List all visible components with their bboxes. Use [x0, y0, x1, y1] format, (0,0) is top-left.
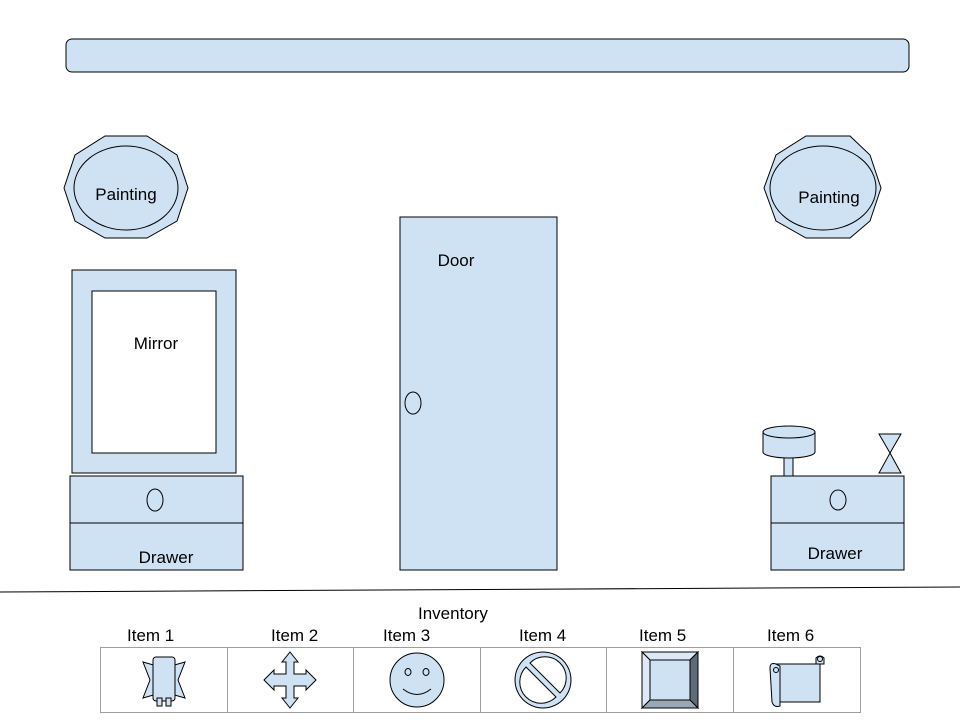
- lamp[interactable]: [762, 425, 816, 477]
- item-3-label: Item 3: [383, 626, 431, 645]
- right-drawer-knob[interactable]: [829, 489, 847, 511]
- four-way-arrow-icon: [263, 651, 317, 709]
- item-1-label: Item 1: [127, 626, 175, 645]
- inventory-slot-6[interactable]: [734, 648, 861, 712]
- right-drawer[interactable]: Drawer: [770, 475, 905, 571]
- right-painting[interactable]: Painting: [763, 135, 882, 239]
- inventory-slot-5[interactable]: [607, 648, 734, 712]
- door-knob[interactable]: [404, 391, 422, 415]
- item-6-label: Item 6: [767, 626, 815, 645]
- inventory-title: Inventory: [418, 604, 488, 623]
- door-label: Door: [438, 251, 475, 270]
- hourglass-cylinder-icon: [141, 656, 186, 707]
- right-painting-label: Painting: [798, 188, 859, 207]
- item-2-label: Item 2: [271, 626, 319, 645]
- inventory-slot-4[interactable]: [481, 648, 607, 712]
- item-4-label: Item 4: [519, 626, 567, 645]
- smiley-face-icon: [389, 652, 445, 708]
- floor-divider: [0, 586, 960, 593]
- left-drawer-label: Drawer: [139, 548, 194, 567]
- no-symbol-icon: [514, 651, 572, 709]
- bevel-square-icon: [640, 650, 699, 710]
- left-painting[interactable]: Painting: [63, 135, 189, 239]
- mirror-label: Mirror: [134, 334, 179, 353]
- mirror[interactable]: Mirror: [71, 269, 237, 474]
- left-drawer[interactable]: Drawer: [69, 475, 244, 571]
- room-scene: Painting Painting Mirror Drawer Door: [0, 38, 960, 593]
- right-drawer-label: Drawer: [808, 544, 863, 563]
- inventory-slot-3[interactable]: [354, 648, 481, 712]
- inventory-slot-2[interactable]: [228, 648, 354, 712]
- inventory-slot-1[interactable]: [101, 648, 228, 712]
- left-painting-label: Painting: [95, 185, 156, 204]
- scroll-icon: [769, 655, 825, 707]
- item-5-label: Item 5: [639, 626, 687, 645]
- message-bar[interactable]: [65, 38, 910, 73]
- inventory-grid: [100, 647, 861, 713]
- door[interactable]: Door: [399, 216, 558, 571]
- left-drawer-knob[interactable]: [146, 488, 164, 512]
- hourglass[interactable]: [878, 433, 902, 474]
